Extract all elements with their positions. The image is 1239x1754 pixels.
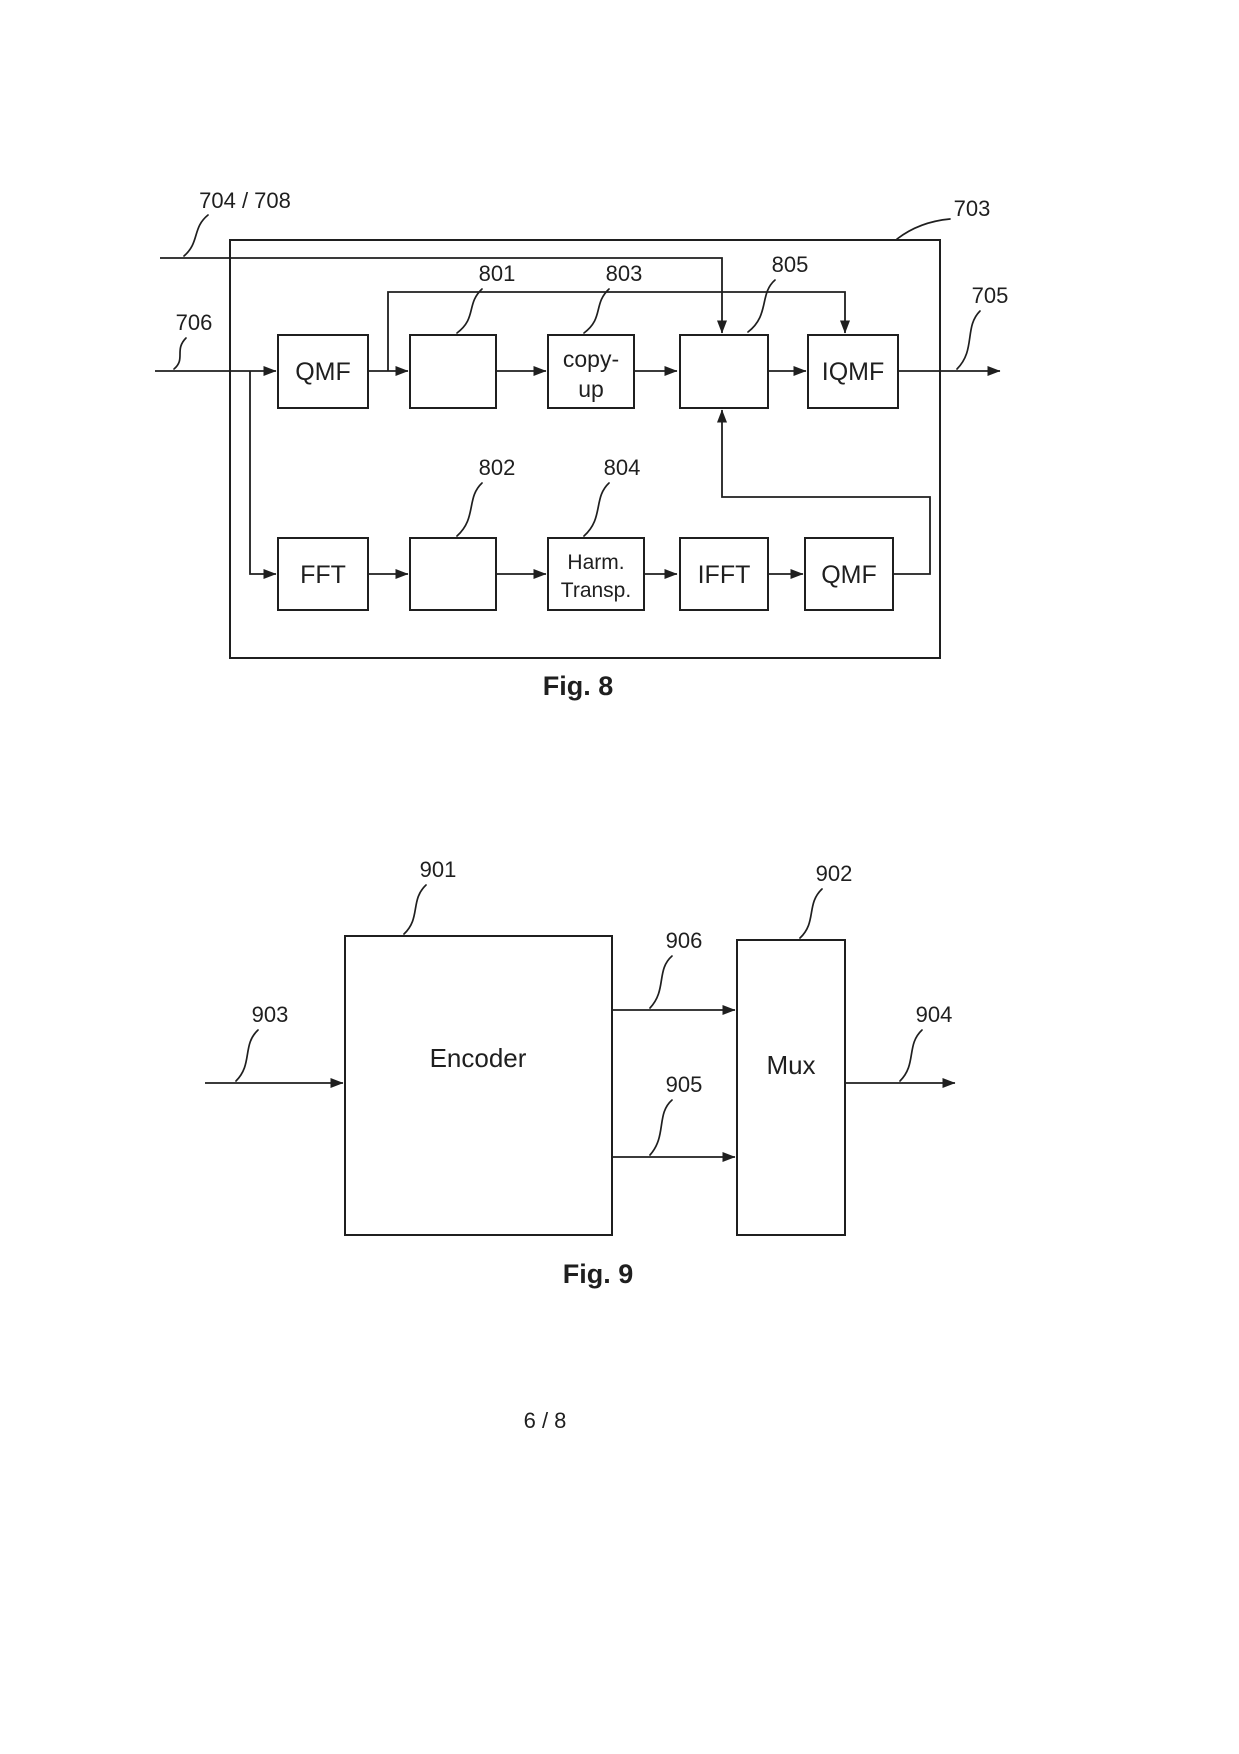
ref-901: 901 bbox=[420, 857, 457, 882]
copy-up-label-line2: up bbox=[578, 376, 604, 402]
qmf-bottom-box bbox=[804, 537, 894, 611]
harm-transp-box bbox=[547, 537, 645, 611]
ref-904-leader bbox=[899, 1029, 923, 1082]
box-805 bbox=[679, 334, 769, 409]
fig9-caption: Fig. 9 bbox=[563, 1259, 634, 1289]
ref-704-708-leader bbox=[183, 214, 209, 257]
fig9-diagram: Encoder Mux 901 902 903 904 906 905 Fig.… bbox=[205, 857, 956, 1289]
ref-703-leader bbox=[896, 218, 951, 240]
ref-805-leader bbox=[747, 279, 776, 333]
ref-905: 905 bbox=[666, 1072, 703, 1097]
harm-label-line2: Transp. bbox=[561, 579, 631, 602]
ref-906-leader bbox=[649, 955, 673, 1009]
qmf-top-box bbox=[277, 334, 369, 409]
ref-704-708: 704 / 708 bbox=[199, 188, 291, 213]
ifft-label: IFFT bbox=[698, 561, 751, 589]
ref-904: 904 bbox=[916, 1002, 953, 1027]
ref-804-leader bbox=[583, 482, 610, 537]
ref-804: 804 bbox=[604, 455, 641, 480]
fig8-diagram: QMF copy- up IQMF FFT Harm. Transp. IFFT… bbox=[155, 188, 1008, 701]
fig8-caption: Fig. 8 bbox=[543, 671, 614, 701]
copy-up-label-line1: copy- bbox=[563, 346, 619, 372]
ref-703: 703 bbox=[954, 196, 991, 221]
ref-803: 803 bbox=[606, 261, 643, 286]
ref-805: 805 bbox=[772, 252, 809, 277]
ref-801-leader bbox=[456, 288, 483, 334]
ref-906: 906 bbox=[666, 928, 703, 953]
copy-up-box bbox=[547, 334, 635, 409]
ref-705-leader bbox=[956, 310, 981, 370]
encoder-box bbox=[344, 935, 613, 1236]
mux-label: Mux bbox=[766, 1050, 815, 1080]
outer-box-703 bbox=[229, 239, 941, 659]
ref-802: 802 bbox=[479, 455, 516, 480]
bypass-line-to-iqmf bbox=[387, 291, 850, 371]
ref-905-leader bbox=[649, 1099, 673, 1156]
feedback-line-to-805 bbox=[717, 409, 931, 575]
ref-706: 706 bbox=[176, 310, 213, 335]
ref-902: 902 bbox=[816, 861, 853, 886]
page-number: 6 / 8 bbox=[524, 1408, 567, 1433]
ref-902-leader bbox=[799, 888, 823, 939]
iqmf-box bbox=[807, 334, 899, 409]
fft-box bbox=[277, 537, 369, 611]
ref-705: 705 bbox=[972, 283, 1009, 308]
encoder-label: Encoder bbox=[430, 1043, 527, 1073]
ref-802-leader bbox=[456, 482, 483, 537]
ref-803-leader bbox=[583, 288, 610, 334]
ifft-box bbox=[679, 537, 769, 611]
qmf-top-label: QMF bbox=[295, 358, 351, 386]
ref-706-leader bbox=[173, 337, 187, 370]
box-802 bbox=[409, 537, 497, 611]
input-branch-to-fft bbox=[249, 371, 277, 579]
iqmf-label: IQMF bbox=[822, 358, 885, 386]
ref-901-leader bbox=[403, 884, 427, 935]
ref-801: 801 bbox=[479, 261, 516, 286]
ref-903: 903 bbox=[252, 1002, 289, 1027]
ref-903-leader bbox=[235, 1029, 259, 1082]
control-line-704-708 bbox=[160, 257, 727, 334]
fft-label: FFT bbox=[300, 561, 346, 589]
mux-box bbox=[736, 939, 846, 1236]
qmf-bottom-label: QMF bbox=[821, 561, 877, 589]
box-801 bbox=[409, 334, 497, 409]
harm-label-line1: Harm. bbox=[567, 551, 624, 574]
